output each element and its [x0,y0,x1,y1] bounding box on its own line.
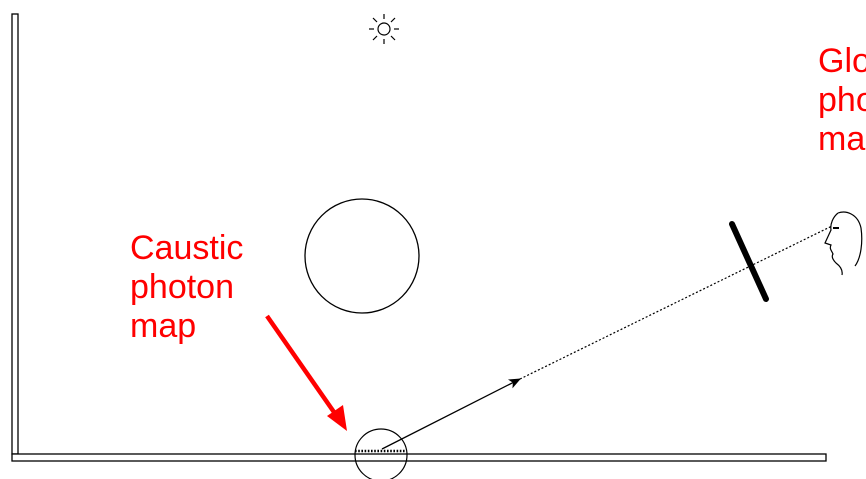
global-photon-map-label: Glo pho ma [818,42,866,159]
caustic-photon-map-label: Caustic photon map [130,229,243,346]
floor [12,454,826,461]
left-wall [12,14,18,454]
caustic-pointer-arrow [267,316,347,431]
photon-ray-arrow [382,379,520,449]
photon-ray-dotted [520,226,832,379]
glass-sphere [305,199,419,313]
eye-viewer-icon [825,212,862,275]
sun-icon [369,14,399,44]
